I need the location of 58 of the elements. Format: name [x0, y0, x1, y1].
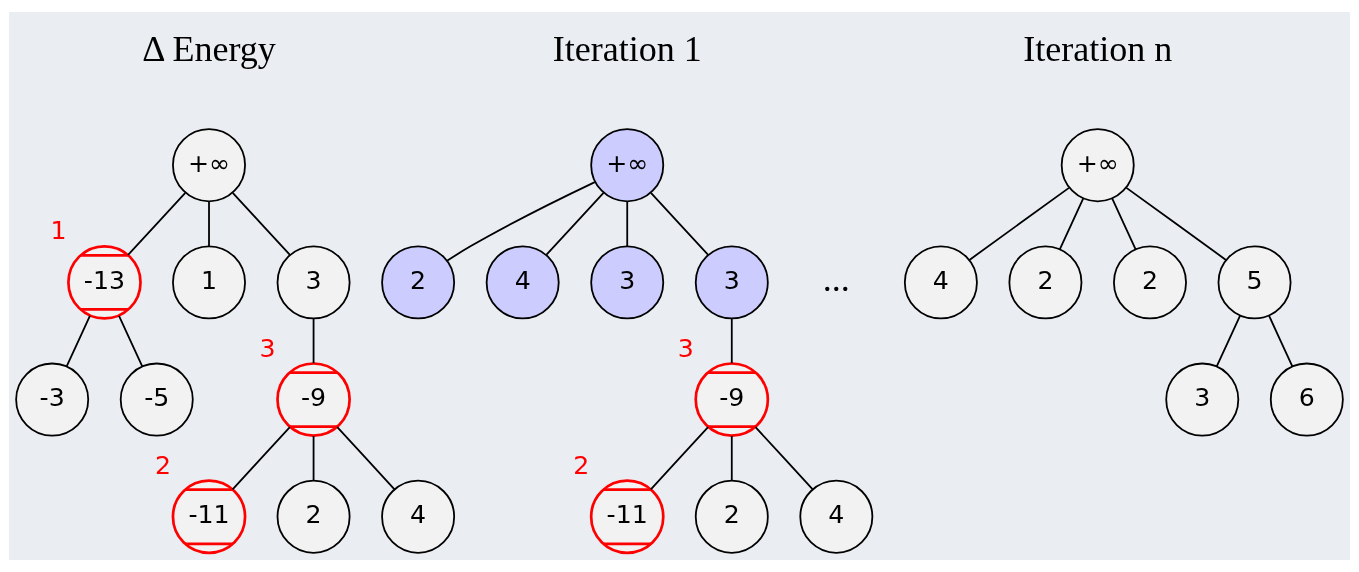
node-circle: 4: [903, 245, 978, 320]
connector: [312, 435, 315, 482]
node-circle: -9: [694, 362, 770, 437]
connector: [1215, 314, 1241, 368]
node-circle: 2: [276, 479, 351, 554]
connector: [545, 191, 605, 256]
node-circle: -13: [67, 245, 142, 320]
node-circle: +∞: [1060, 128, 1135, 203]
node-circle: -5: [119, 362, 194, 437]
node-circle: 3: [1165, 362, 1240, 437]
connector: [65, 314, 91, 368]
node-circle: -9: [276, 362, 351, 437]
connector: [754, 426, 814, 491]
connector: [336, 426, 396, 491]
node-circle: 2: [381, 245, 456, 320]
node-label: 2: [154, 450, 171, 480]
connector: [118, 314, 144, 368]
node-circle: 2: [1113, 245, 1187, 320]
node-circle: +∞: [590, 128, 665, 203]
connector: [312, 318, 315, 365]
connector: [1111, 197, 1137, 251]
connector: [1268, 314, 1294, 368]
connector: [650, 191, 710, 256]
node-label: 1: [50, 216, 67, 246]
node-circle: 5: [1217, 245, 1292, 320]
node-circle: 2: [694, 479, 769, 554]
node-circle: -3: [15, 362, 90, 437]
connector: [626, 200, 629, 247]
label: Iteration n: [1023, 28, 1173, 69]
node-circle: -11: [171, 479, 247, 555]
node-circle: 4: [381, 479, 456, 554]
connector: [1059, 197, 1085, 251]
connector: [231, 426, 291, 491]
node-label: 3: [259, 333, 276, 363]
label: ...: [822, 259, 850, 300]
node-circle: 3: [694, 245, 769, 320]
node-circle: 4: [799, 479, 874, 554]
node-circle: 3: [590, 245, 665, 320]
connector: [208, 200, 210, 247]
node-circle: 2: [1008, 245, 1083, 320]
label: Δ Energy: [142, 28, 276, 69]
connector: [649, 426, 709, 491]
node-circle: +∞: [172, 128, 246, 203]
node-circle: 1: [172, 245, 246, 320]
connector: [968, 186, 1070, 261]
node-circle: 6: [1269, 362, 1344, 437]
connector: [231, 191, 291, 256]
node-label: 3: [677, 333, 694, 363]
node-circle: 4: [485, 245, 560, 320]
node-label: 2: [573, 450, 590, 480]
connector: [730, 435, 733, 482]
node-circle: -11: [589, 479, 665, 555]
connector: [730, 318, 733, 365]
connector: [1125, 186, 1227, 261]
connector: [446, 181, 596, 262]
node-circle: 3: [276, 245, 351, 320]
connector: [127, 191, 187, 256]
label: Iteration 1: [552, 28, 702, 69]
